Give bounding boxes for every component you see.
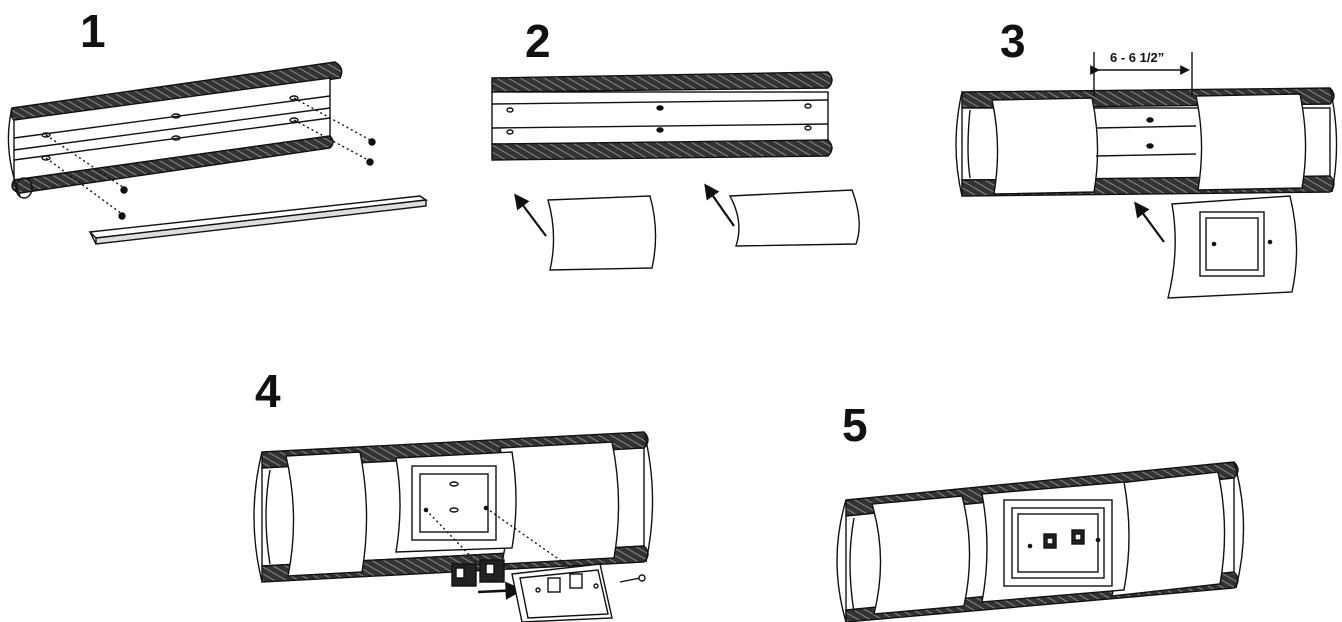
raceway-channel-icon: [955, 87, 1338, 197]
cover-strip-icon: [88, 195, 428, 245]
step-number-5: 5: [842, 399, 868, 451]
raceway-channel-icon: [7, 61, 343, 199]
arrow-icon: [514, 183, 735, 237]
wall-plate-icon: [511, 563, 613, 622]
box-cover-plate-icon: [1167, 195, 1298, 299]
spacing-dimension-label: 6 - 6 1/2”: [1110, 50, 1165, 65]
step-number-2: 2: [525, 15, 551, 67]
rj45-port-icon: [1027, 529, 1101, 549]
arrow-icon: [1134, 201, 1165, 243]
raceway-channel-icon: [836, 461, 1245, 622]
step-number-1: 1: [80, 5, 106, 57]
screw-icon: [118, 138, 376, 220]
cover-plate-icon: [547, 189, 860, 271]
screw-guide-lines: [45, 97, 371, 215]
arrow-icon: [477, 581, 524, 600]
step-2-figure: [491, 71, 860, 271]
step-4-figure: [253, 431, 654, 622]
raceway-channel-icon: [253, 431, 654, 583]
raceway-channel-icon: [491, 71, 833, 161]
step-1-figure: [7, 61, 428, 245]
step-3-figure: [955, 52, 1338, 299]
dimension-indicator: [1090, 52, 1193, 96]
step-number-3: 3: [1000, 15, 1026, 67]
step-5-figure: [836, 461, 1245, 622]
screw-icon: [619, 574, 646, 583]
step-number-4: 4: [255, 365, 281, 417]
keystone-jack-icon: [451, 559, 505, 587]
